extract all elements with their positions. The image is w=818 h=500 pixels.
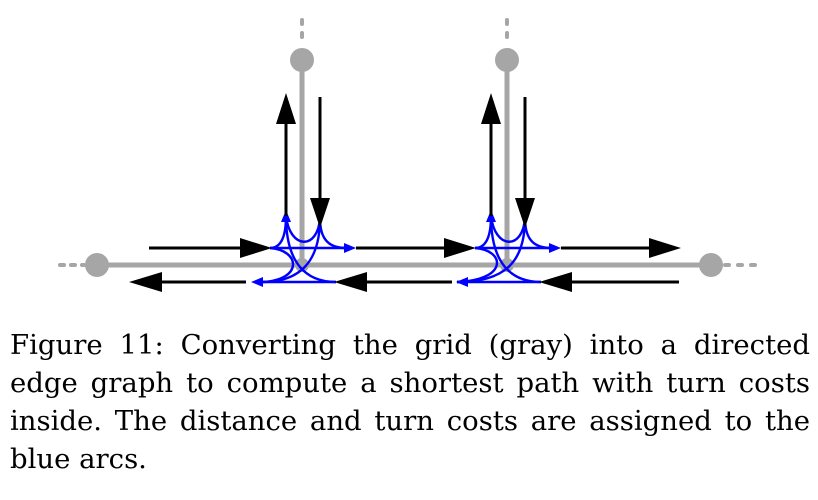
figure-label: Figure 11: (10, 329, 164, 361)
arrowhead-west (539, 272, 572, 292)
arrowhead-east (444, 238, 476, 258)
figure-caption: Figure 11: Converting the grid (gray) in… (10, 326, 810, 478)
blue-arc-turn (284, 215, 337, 284)
grid-node-right (699, 253, 723, 277)
blue-arc-u-turn (284, 215, 322, 243)
blue-arc-u-turn (456, 246, 499, 284)
grid-node-top-left (290, 48, 314, 72)
arrowhead-east (240, 238, 272, 258)
arrowhead-west (129, 272, 162, 292)
arrowhead-south (310, 198, 330, 228)
directed-edge-graph-diagram (58, 18, 765, 292)
grid-node-junction-left (295, 258, 309, 272)
grid-node-left (85, 253, 109, 277)
arrowhead-west (334, 272, 367, 292)
blue-arc-turn (523, 217, 552, 250)
blue-arc-u-turn (261, 246, 295, 284)
blue-arc-turn (489, 215, 542, 284)
arrowhead-east (649, 238, 681, 258)
figure-caption-text: Converting the grid (gray) into a direct… (10, 329, 810, 475)
arrowhead-south (515, 198, 535, 228)
blue-arrowhead (549, 243, 561, 253)
blue-arc-u-turn (489, 215, 527, 243)
blue-arc-turn (318, 217, 347, 250)
arrowhead-north (276, 93, 296, 124)
grid-node-top-right (495, 48, 519, 72)
blue-arrowhead (456, 277, 468, 287)
directed-edges (129, 93, 681, 292)
arrowhead-north (481, 93, 501, 124)
blue-arrowhead (344, 243, 356, 253)
gray-grid (58, 18, 765, 277)
blue-arrowhead (251, 277, 263, 287)
grid-node-junction-right (500, 258, 514, 272)
